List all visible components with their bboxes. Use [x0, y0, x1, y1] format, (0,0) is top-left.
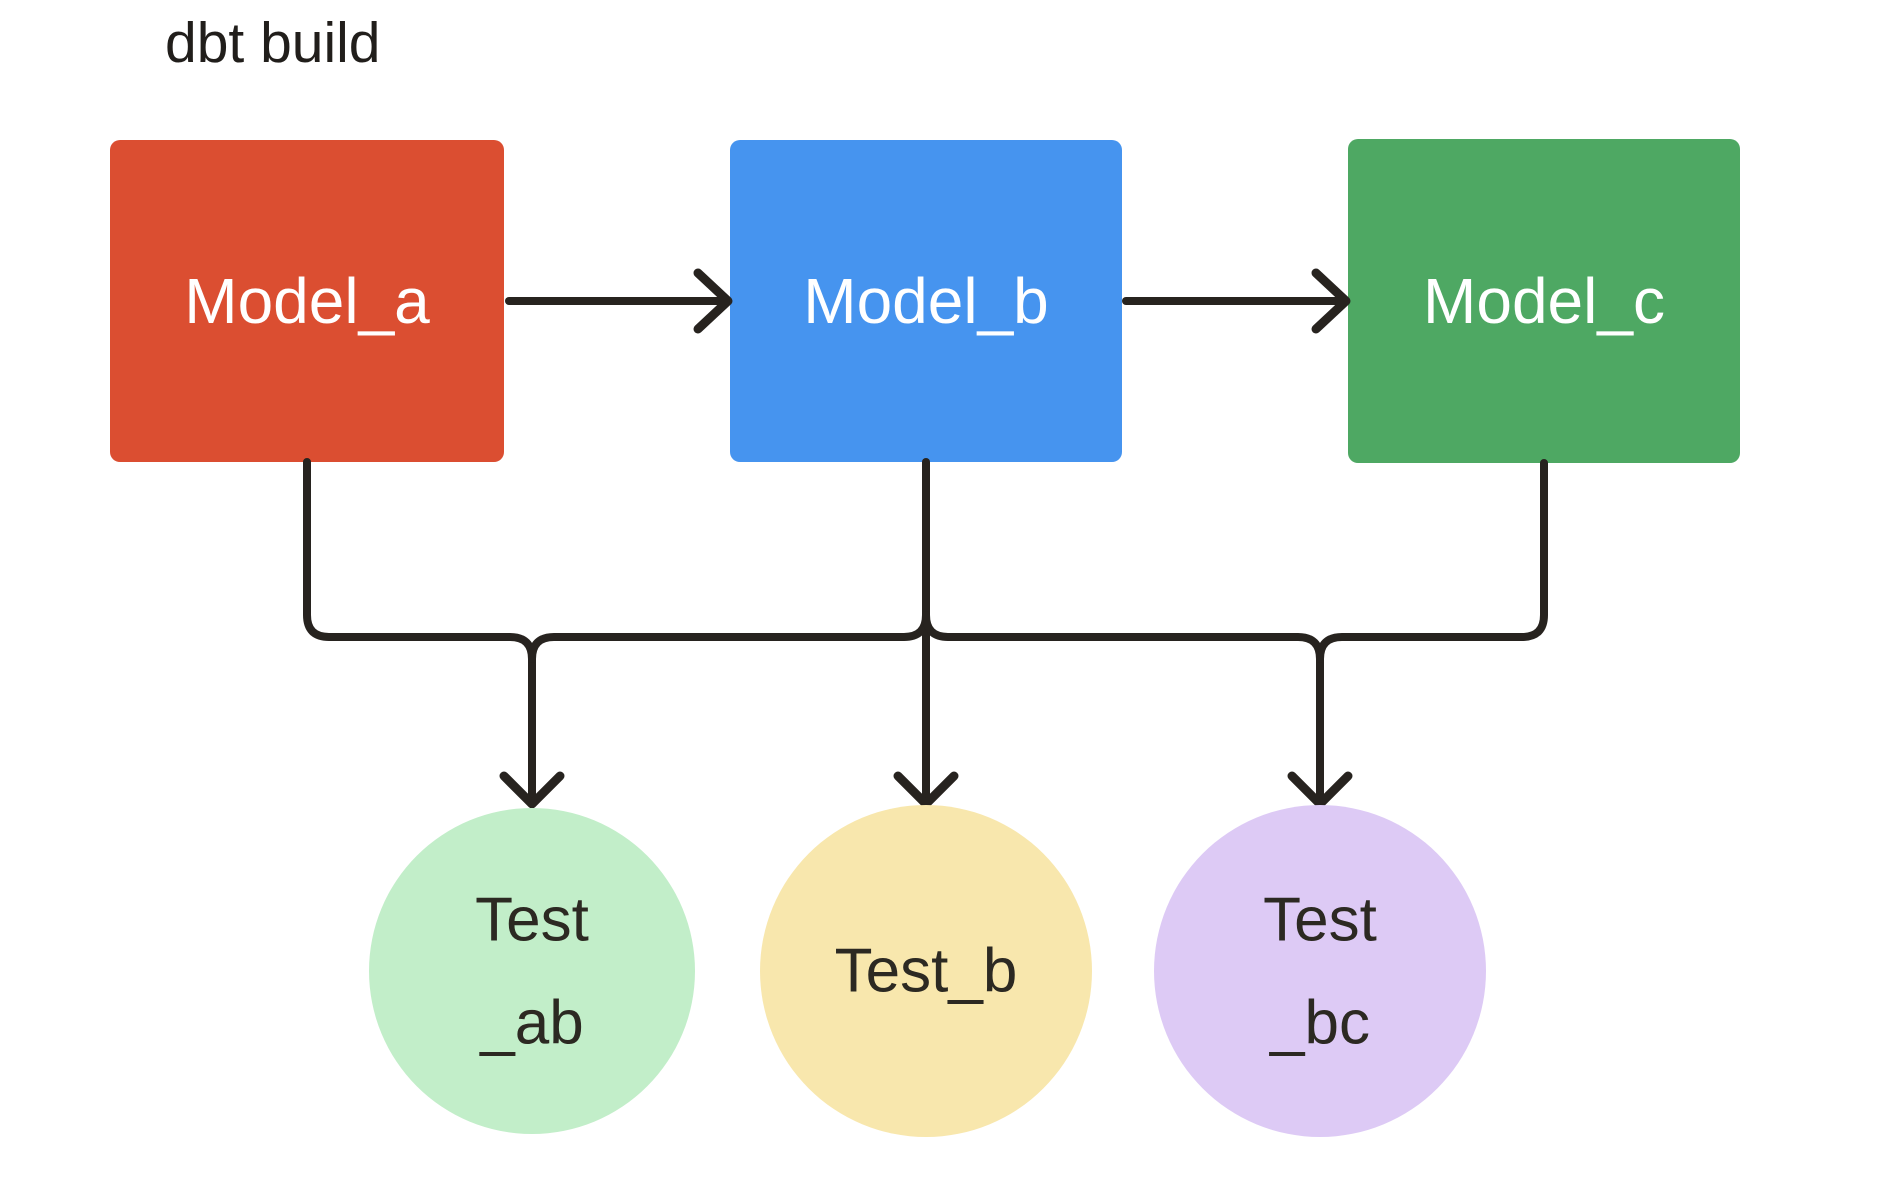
test-ab-circle — [369, 808, 695, 1134]
edge-model-b-to-test-bc — [922, 611, 1324, 800]
test-bc-label-line2: _bc — [1269, 989, 1370, 1058]
model-c-label: Model_c — [1423, 265, 1665, 337]
node-test-bc: Test _bc — [1154, 805, 1486, 1137]
arrowhead-down-icon — [893, 771, 959, 809]
edge-line — [303, 458, 536, 800]
model-b-box — [730, 140, 1122, 462]
arrowhead-down-icon — [1287, 771, 1353, 809]
edge-model-a-to-test-ab — [303, 458, 536, 800]
test-b-circle — [760, 805, 1092, 1137]
model-a-label: Model_a — [184, 265, 430, 337]
node-test-ab: Test _ab — [369, 808, 695, 1134]
node-test-b: Test_b — [760, 805, 1092, 1137]
edge-line — [528, 611, 930, 663]
arrowhead-down-icon — [499, 771, 565, 809]
edge-model-b-to-model-c — [1122, 268, 1351, 334]
arrowhead-right-icon — [1311, 268, 1351, 334]
node-model-a: Model_a — [110, 140, 504, 462]
test-bc-circle — [1154, 805, 1486, 1137]
edge-line — [1316, 459, 1548, 663]
diagram-title: dbt build — [165, 11, 381, 75]
edge-line — [922, 611, 1324, 800]
model-a-box — [110, 140, 504, 462]
edge-model-b-to-test-ab — [528, 611, 930, 663]
test-b-label: Test_b — [835, 937, 1018, 1006]
arrowhead-right-icon — [693, 268, 733, 334]
test-ab-label-line1: Test — [475, 886, 589, 955]
edge-model-a-to-model-b — [505, 268, 733, 334]
model-b-label: Model_b — [803, 265, 1049, 337]
model-c-box — [1348, 139, 1740, 463]
test-bc-label-line1: Test — [1263, 886, 1377, 955]
node-model-b: Model_b — [730, 140, 1122, 462]
edge-model-c-to-test-bc — [1316, 459, 1548, 663]
test-ab-label-line2: _ab — [479, 989, 583, 1058]
node-model-c: Model_c — [1348, 139, 1740, 463]
